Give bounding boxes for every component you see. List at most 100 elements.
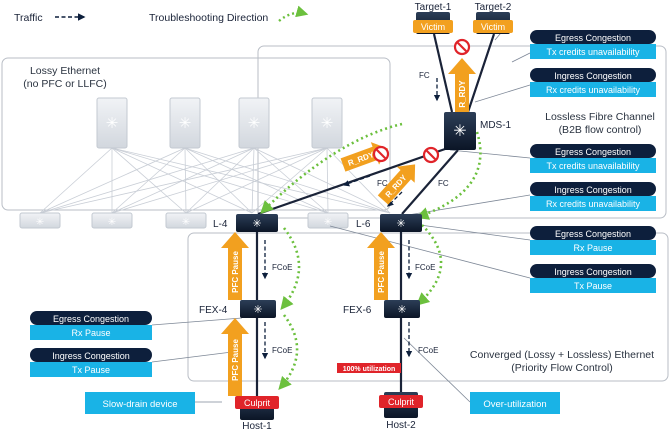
svg-text:100% utilization: 100% utilization: [343, 366, 396, 373]
svg-text:Culprit: Culprit: [388, 397, 415, 407]
callout-connectors: [151, 27, 531, 403]
callout-fc-ingress: Ingress Congestion Rx credits unavailabi…: [530, 182, 656, 211]
main-links: [255, 33, 496, 396]
victim-badge-target-1: Victim: [413, 20, 453, 33]
svg-text:Over-utilization: Over-utilization: [483, 399, 546, 410]
callout-l6-egress: Egress Congestion Rx Pause: [530, 226, 656, 255]
ghost-leaf-switch-1: ✳: [19, 212, 61, 229]
l-4-label: L-4: [213, 219, 228, 230]
mds-1-switch: ✳: [444, 112, 476, 150]
fcoe-label-fex4: FCoE: [272, 346, 292, 355]
converged-ethernet-zone: [187, 232, 669, 382]
svg-text:✳: ✳: [108, 217, 116, 228]
callout-fex4-egress: Egress Congestion Rx Pause: [30, 311, 152, 340]
svg-text:✳: ✳: [179, 115, 192, 132]
callout-slow-drain: Slow-drain device: [85, 392, 195, 414]
lossy-zone-subtitle: (no PFC or LLFC): [23, 78, 106, 90]
svg-text:Rx credits unavailability: Rx credits unavailability: [546, 199, 641, 209]
svg-text:✳: ✳: [453, 123, 466, 140]
ghost-spine-switch-2: ✳: [169, 97, 201, 149]
svg-text:✳: ✳: [182, 217, 190, 228]
callout-l6-ingress: Ingress Congestion Tx Pause: [530, 264, 656, 293]
svg-text:Tx credits unavailability: Tx credits unavailability: [546, 47, 640, 57]
culprit-badge-host-1: Culprit: [235, 396, 279, 409]
ghost-spine-switch-3: ✳: [238, 97, 270, 149]
svg-text:✳: ✳: [324, 217, 332, 228]
culprit-badge-host-2: Culprit: [379, 395, 423, 408]
svg-text:Egress Congestion: Egress Congestion: [53, 314, 129, 324]
pfc-pause-arrow-l6: PFC Pause: [367, 232, 395, 300]
target-2-label: Target-2: [475, 2, 512, 13]
callout-fc-egress: Egress Congestion Tx credits unavailabil…: [530, 144, 656, 173]
converged-zone-subtitle: (Priority Flow Control): [511, 362, 613, 374]
troubleshooting-arcs: [260, 122, 482, 390]
svg-text:Ingress Congestion: Ingress Congestion: [554, 267, 632, 277]
legend-troubleshooting-label: Troubleshooting Direction: [149, 12, 268, 24]
legend-troubleshooting-arrow: [278, 5, 309, 22]
svg-text:Tx credits unavailability: Tx credits unavailability: [546, 161, 640, 171]
converged-zone-title: Converged (Lossy + Lossless) Ethernet: [470, 349, 654, 361]
l-6-switch: ✳: [380, 214, 422, 232]
fc-label-l4: FC: [377, 179, 388, 188]
svg-text:✳: ✳: [396, 218, 405, 230]
ghost-spine-switch-4: ✳: [311, 97, 343, 149]
legend-traffic-label: Traffic: [14, 12, 43, 24]
svg-text:Victim: Victim: [481, 22, 505, 32]
fex-6-switch: ✳: [384, 300, 420, 318]
callout-over-utilization: Over-utilization: [470, 392, 560, 414]
mds-1-label: MDS-1: [480, 120, 512, 131]
ghost-leaf-switch-4: ✳: [307, 212, 349, 229]
svg-text:PFC Pause: PFC Pause: [377, 251, 386, 293]
l-6-label: L-6: [356, 219, 371, 230]
fcoe-label-l6: FCoE: [415, 263, 435, 272]
ghost-spine-switch-1: ✳: [96, 97, 128, 149]
svg-text:✳: ✳: [106, 115, 119, 132]
svg-text:Tx Pause: Tx Pause: [72, 365, 110, 375]
svg-text:Tx Pause: Tx Pause: [574, 281, 612, 291]
lossy-ethernet-zone: [1, 57, 391, 211]
prohibited-icon-targets: [453, 38, 471, 56]
host-2-label: Host-2: [386, 420, 416, 430]
svg-text:R_RDY: R_RDY: [458, 80, 467, 108]
lossy-zone-title: Lossy Ethernet: [30, 65, 100, 77]
svg-text:Egress Congestion: Egress Congestion: [555, 33, 631, 43]
host-1-label: Host-1: [242, 421, 272, 430]
callout-mds-egress: Egress Congestion Tx credits unavailabil…: [530, 30, 656, 59]
pfc-pause-arrow-l4: PFC Pause: [221, 232, 249, 300]
ghost-leaf-switch-3: ✳: [165, 212, 207, 229]
callout-mds-ingress: Ingress Congestion Rx credits unavailabi…: [530, 68, 656, 97]
fex-6-label: FEX-6: [343, 305, 372, 316]
fex-4-label: FEX-4: [199, 305, 228, 316]
svg-text:Rx Pause: Rx Pause: [573, 243, 612, 253]
lossy-mesh-links: [39, 147, 391, 214]
lossless-zone-title: Lossless Fibre Channel: [545, 111, 655, 123]
fex-4-switch: ✳: [240, 300, 276, 318]
svg-text:Victim: Victim: [421, 22, 445, 32]
lossless-zone-subtitle: (B2B flow control): [559, 124, 642, 136]
svg-text:Slow-drain device: Slow-drain device: [103, 399, 178, 410]
callout-fex4-ingress: Ingress Congestion Tx Pause: [30, 348, 152, 377]
r-rdy-arrow-mds: R_RDY: [448, 58, 476, 112]
svg-text:✳: ✳: [253, 304, 262, 316]
svg-text:PFC Pause: PFC Pause: [231, 251, 240, 293]
svg-text:Ingress Congestion: Ingress Congestion: [554, 185, 632, 195]
svg-text:✳: ✳: [36, 217, 44, 228]
fc-label-targets: FC: [419, 71, 430, 80]
svg-text:Ingress Congestion: Ingress Congestion: [52, 351, 130, 361]
prohibited-icon-l4: [372, 145, 390, 163]
svg-text:Ingress Congestion: Ingress Congestion: [554, 71, 632, 81]
svg-text:✳: ✳: [397, 304, 406, 316]
target-1-label: Target-1: [415, 2, 452, 13]
fcoe-label-l4: FCoE: [272, 263, 292, 272]
svg-text:Culprit: Culprit: [244, 398, 271, 408]
pfc-pause-arrow-fex4: PFC Pause: [221, 318, 249, 396]
ghost-leaf-switch-2: ✳: [91, 212, 133, 229]
traffic-arrows: [261, 78, 441, 360]
utilization-badge: 100% utilization: [337, 363, 401, 373]
svg-text:✳: ✳: [321, 115, 334, 132]
svg-text:Rx Pause: Rx Pause: [71, 328, 110, 338]
svg-text:✳: ✳: [252, 218, 261, 230]
svg-text:✳: ✳: [248, 115, 261, 132]
svg-text:Egress Congestion: Egress Congestion: [555, 147, 631, 157]
